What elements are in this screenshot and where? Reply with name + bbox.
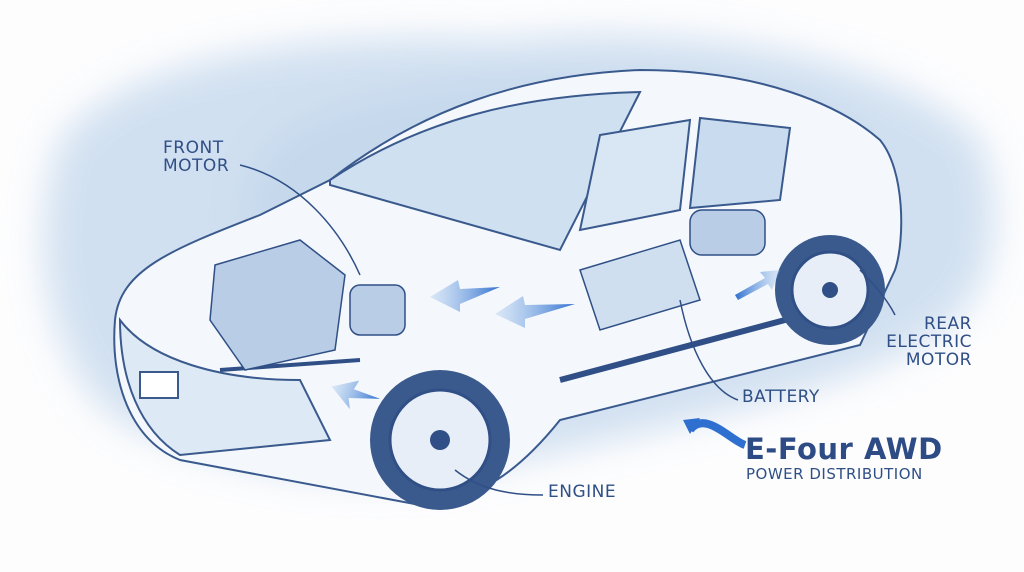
label-line: MOTOR <box>163 155 230 176</box>
diagram-title: E-Four AWD <box>745 432 943 466</box>
front-wheel <box>370 370 510 510</box>
label-front-motor: FRONT MOTOR <box>163 138 230 176</box>
label-line: MOTOR <box>905 349 972 370</box>
label-rear-electric-motor: REAR ELECTRIC MOTOR <box>862 314 972 370</box>
engine-block <box>209 239 406 371</box>
leader-lines <box>239 164 896 496</box>
label-engine: ENGINE <box>548 482 617 502</box>
label-line: FRONT <box>163 138 224 158</box>
label-battery: BATTERY <box>742 387 820 407</box>
label-line: REAR <box>924 314 972 334</box>
battery-pack <box>579 239 701 331</box>
rear-wheel <box>775 235 885 345</box>
power-flow-arrows <box>331 270 780 449</box>
diagram-subtitle: POWER DISTRIBUTION <box>746 465 923 483</box>
rear-motor-unit <box>689 209 766 256</box>
label-line: ELECTRIC <box>886 331 972 352</box>
